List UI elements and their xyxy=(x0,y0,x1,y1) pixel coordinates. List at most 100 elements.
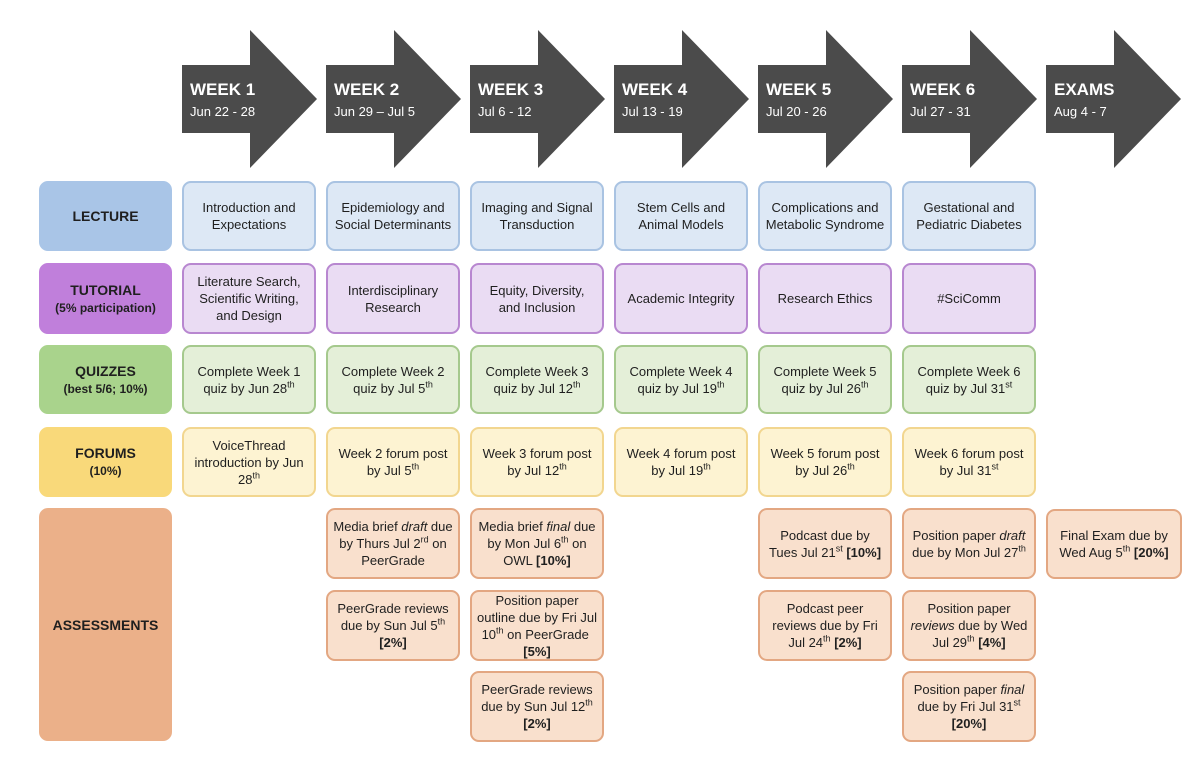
row-label-tutorial: TUTORIAL (5% participation) xyxy=(39,263,172,334)
forums-sublabel: (10%) xyxy=(89,464,122,478)
week-4-title: WEEK 4 xyxy=(622,80,688,99)
week-6-arrow: WEEK 6 Jul 27 - 31 xyxy=(902,30,1037,168)
assessment-position-outline-text: Position paper outline due by Fri Jul 10… xyxy=(477,592,597,659)
assessment-position-draft: Position paper draft due by Mon Jul 27th xyxy=(902,508,1036,579)
tutorial-week-1: Literature Search, Scientific Writing, a… xyxy=(182,263,316,334)
tutorial-sublabel: (5% participation) xyxy=(55,300,156,315)
row-label-assessments: ASSESSMENTS xyxy=(39,508,172,741)
lecture-week-3: Imaging and Signal Transduction xyxy=(470,181,604,251)
forums-label: FORUMS xyxy=(75,445,136,461)
assessment-media-brief-draft: Media brief draft due by Thurs Jul 2rd o… xyxy=(326,508,460,579)
tutorial-week-6-text: #SciComm xyxy=(937,291,1001,306)
week-1-dates: Jun 22 - 28 xyxy=(190,104,256,119)
forum-week-4-text: Week 4 forum post by Jul 19th xyxy=(626,446,736,478)
forum-week-1: VoiceThread introduction by Jun 28th xyxy=(182,427,316,497)
tutorial-label: TUTORIAL xyxy=(70,281,141,298)
assessment-media-brief-final: Media brief final due by Mon Jul 6th on … xyxy=(470,508,604,579)
assessment-position-final: Position paper final due by Fri Jul 31st… xyxy=(902,671,1036,742)
quiz-week-6-text: Complete Week 6 quiz by Jul 31st xyxy=(917,363,1021,396)
tutorial-week-6: #SciComm xyxy=(902,263,1036,334)
forum-week-2-text: Week 2 forum post by Jul 5th xyxy=(338,446,448,478)
week-3-title: WEEK 3 xyxy=(478,80,544,99)
forum-week-6: Week 6 forum post by Jul 31st xyxy=(902,427,1036,497)
exams-title: EXAMS xyxy=(1054,80,1115,99)
lecture-week-6-text: Gestational and Pediatric Diabetes xyxy=(916,200,1022,232)
tutorial-week-2-text: Interdisciplinary Research xyxy=(347,282,439,315)
assessment-week3-peer-reviews-text: PeerGrade reviews due by Sun Jul 12th [2… xyxy=(481,682,593,731)
lecture-week-5: Complications and Metabolic Syndrome xyxy=(758,181,892,251)
lecture-week-2-text: Epidemiology and Social Determinants xyxy=(334,200,452,232)
exams-arrow-shape xyxy=(1046,30,1181,168)
forum-week-3: Week 3 forum post by Jul 12th xyxy=(470,427,604,497)
week-5-arrow: WEEK 5 Jul 20 - 26 xyxy=(758,30,893,168)
row-label-quizzes: QUIZZES (best 5/6; 10%) xyxy=(39,345,172,414)
tutorial-week-4: Academic Integrity xyxy=(614,263,748,334)
forum-week-6-text: Week 6 forum post by Jul 31st xyxy=(914,446,1024,478)
tutorial-week-3: Equity, Diversity, and Inclusion xyxy=(470,263,604,334)
assessment-week2-peer-reviews: PeerGrade reviews due by Sun Jul 5th [2%… xyxy=(326,590,460,661)
lecture-week-2: Epidemiology and Social Determinants xyxy=(326,181,460,251)
assessment-final-exam: Final Exam due by Wed Aug 5th [20%] xyxy=(1046,509,1182,579)
forum-week-5-text: Week 5 forum post by Jul 26th xyxy=(770,446,880,478)
quiz-week-4: Complete Week 4 quiz by Jul 19th xyxy=(614,345,748,414)
week-5-title: WEEK 5 xyxy=(766,80,832,99)
week-2-arrow-shape xyxy=(326,30,461,168)
lecture-week-1: Introduction and Expectations xyxy=(182,181,316,251)
forum-week-1-text: VoiceThread introduction by Jun 28th xyxy=(194,437,304,487)
assessment-media-brief-final-text: Media brief final due by Mon Jul 6th on … xyxy=(478,519,596,568)
lecture-label: LECTURE xyxy=(72,208,139,224)
week-2-title: WEEK 2 xyxy=(334,80,400,99)
exams-dates: Aug 4 - 7 xyxy=(1054,104,1107,119)
lecture-week-6: Gestational and Pediatric Diabetes xyxy=(902,181,1036,251)
week-2-arrow: WEEK 2 Jun 29 – Jul 5 xyxy=(326,30,461,168)
quiz-week-5: Complete Week 5 quiz by Jul 26th xyxy=(758,345,892,414)
lecture-week-3-text: Imaging and Signal Transduction xyxy=(481,200,593,232)
week-1-arrow: WEEK 1 Jun 22 - 28 xyxy=(182,30,317,168)
lecture-week-4: Stem Cells and Animal Models xyxy=(614,181,748,251)
week-3-arrow-shape xyxy=(470,30,605,168)
assessment-position-reviews: Position paper reviews due by Wed Jul 29… xyxy=(902,590,1036,661)
quiz-week-1-text: Complete Week 1 quiz by Jun 28th xyxy=(197,363,301,396)
tutorial-week-1-text: Literature Search, Scientific Writing, a… xyxy=(197,274,301,323)
lecture-week-1-text: Introduction and Expectations xyxy=(202,200,296,232)
tutorial-week-4-text: Academic Integrity xyxy=(627,291,735,306)
week-4-dates: Jul 13 - 19 xyxy=(622,104,683,119)
week-6-arrow-shape xyxy=(902,30,1037,168)
assessment-position-reviews-text: Position paper reviews due by Wed Jul 29… xyxy=(910,601,1028,650)
assessment-podcast: Podcast due by Tues Jul 21st [10%] xyxy=(758,508,892,579)
assessment-podcast-reviews: Podcast peer reviews due by Fri Jul 24th… xyxy=(758,590,892,661)
forum-week-5: Week 5 forum post by Jul 26th xyxy=(758,427,892,497)
forum-week-4: Week 4 forum post by Jul 19th xyxy=(614,427,748,497)
week-6-title: WEEK 6 xyxy=(910,80,976,99)
tutorial-week-5-text: Research Ethics xyxy=(777,291,873,306)
assessment-week2-peer-reviews-text: PeerGrade reviews due by Sun Jul 5th [2%… xyxy=(337,601,449,650)
quizzes-sublabel: (best 5/6; 10%) xyxy=(63,381,148,396)
week-1-title: WEEK 1 xyxy=(190,80,256,99)
tutorial-week-2: Interdisciplinary Research xyxy=(326,263,460,334)
lecture-week-4-text: Stem Cells and Animal Models xyxy=(636,200,726,232)
quiz-week-5-text: Complete Week 5 quiz by Jul 26th xyxy=(773,363,877,396)
assessment-position-draft-text: Position paper draft due by Mon Jul 27th xyxy=(912,527,1026,560)
week-2-dates: Jun 29 – Jul 5 xyxy=(334,104,415,119)
assessment-position-outline: Position paper outline due by Fri Jul 10… xyxy=(470,590,604,661)
quiz-week-3-text: Complete Week 3 quiz by Jul 12th xyxy=(485,363,589,396)
assessment-position-final-text: Position paper final due by Fri Jul 31st… xyxy=(913,682,1025,731)
quiz-week-2-text: Complete Week 2 quiz by Jul 5th xyxy=(341,363,445,396)
forum-week-3-text: Week 3 forum post by Jul 12th xyxy=(482,446,592,478)
exams-arrow: EXAMS Aug 4 - 7 xyxy=(1046,30,1181,168)
week-1-arrow-shape xyxy=(182,30,317,168)
assessment-final-exam-text: Final Exam due by Wed Aug 5th [20%] xyxy=(1059,528,1169,560)
week-4-arrow: WEEK 4 Jul 13 - 19 xyxy=(614,30,749,168)
assessment-podcast-reviews-text: Podcast peer reviews due by Fri Jul 24th… xyxy=(772,601,878,650)
week-4-arrow-shape xyxy=(614,30,749,168)
week-5-arrow-shape xyxy=(758,30,893,168)
assessment-media-brief-draft-text: Media brief draft due by Thurs Jul 2rd o… xyxy=(333,519,453,568)
lecture-week-5-text: Complications and Metabolic Syndrome xyxy=(765,200,885,232)
quiz-week-6: Complete Week 6 quiz by Jul 31st xyxy=(902,345,1036,414)
assessment-podcast-text: Podcast due by Tues Jul 21st [10%] xyxy=(768,527,882,560)
week-5-dates: Jul 20 - 26 xyxy=(766,104,827,119)
row-label-lecture: LECTURE xyxy=(39,181,172,251)
week-6-dates: Jul 27 - 31 xyxy=(910,104,971,119)
quizzes-label: QUIZZES xyxy=(75,362,136,379)
row-label-forums: FORUMS (10%) xyxy=(39,427,172,497)
